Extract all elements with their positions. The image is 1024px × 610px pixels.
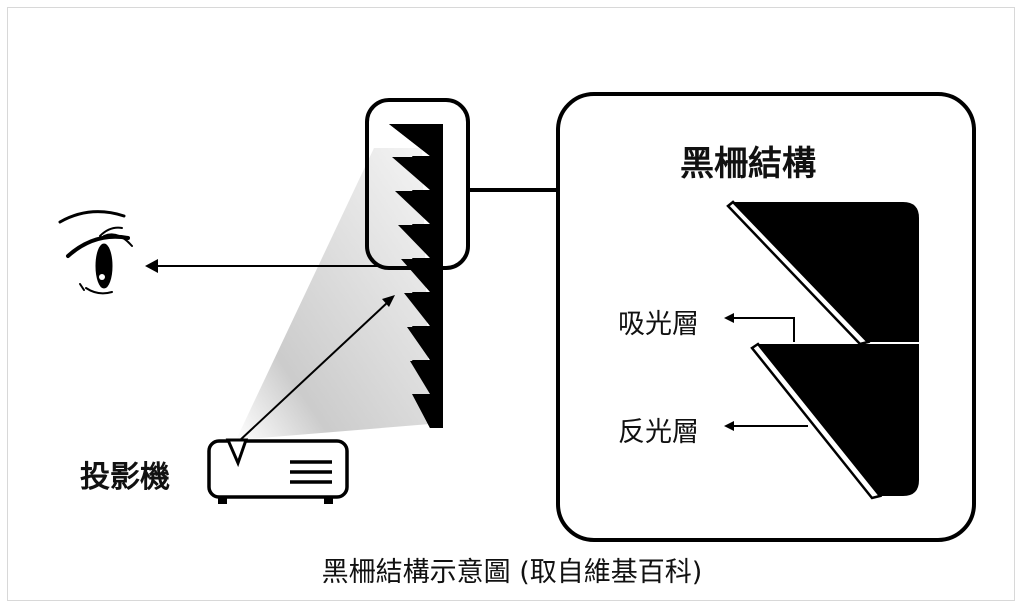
figure-caption: 黑柵結構示意圖 (取自維基百科) bbox=[321, 557, 703, 588]
projection-ray-arrowhead bbox=[382, 295, 395, 307]
reflect-layer-label: 反光層 bbox=[618, 417, 699, 448]
detail-structure bbox=[726, 200, 919, 500]
projection-ray bbox=[237, 301, 389, 443]
reflected-ray-arrowhead bbox=[145, 259, 158, 273]
reflect-arrowhead bbox=[724, 421, 734, 431]
reflect-layer-top bbox=[726, 200, 871, 346]
detail-title: 黑柵結構 bbox=[680, 144, 816, 184]
absorb-arrowhead bbox=[724, 313, 734, 323]
light-cone bbox=[236, 148, 430, 440]
reflect-layer-bottom bbox=[750, 342, 883, 500]
absorb-layer-label: 吸光層 bbox=[618, 309, 699, 340]
projector-icon bbox=[207, 438, 349, 504]
eye-icon bbox=[58, 210, 133, 295]
absorb-pointer bbox=[730, 317, 795, 342]
projector-label: 投影機 bbox=[80, 460, 170, 495]
magnifier-box bbox=[365, 98, 470, 270]
